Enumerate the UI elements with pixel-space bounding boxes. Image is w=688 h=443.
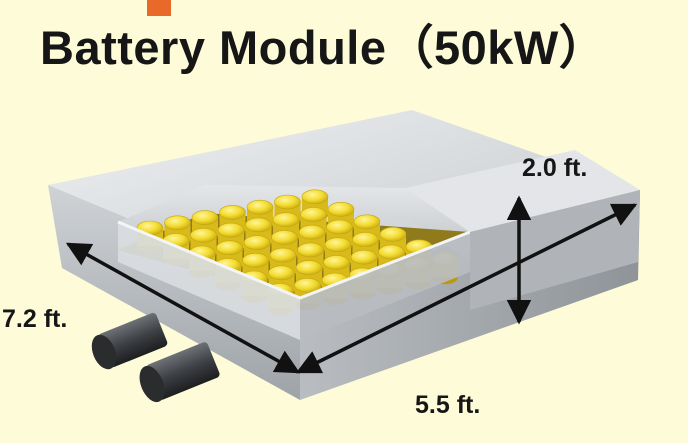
length-label: 7.2 ft. (2, 305, 67, 333)
length-dimension-arrow (65, 242, 301, 374)
height-label: 2.0 ft. (522, 154, 587, 182)
accent-bar (147, 0, 171, 16)
width-dimension-arrow (295, 203, 638, 374)
width-label: 5.5 ft. (415, 391, 480, 419)
slide-title: Battery Module（50kW） (40, 21, 607, 74)
